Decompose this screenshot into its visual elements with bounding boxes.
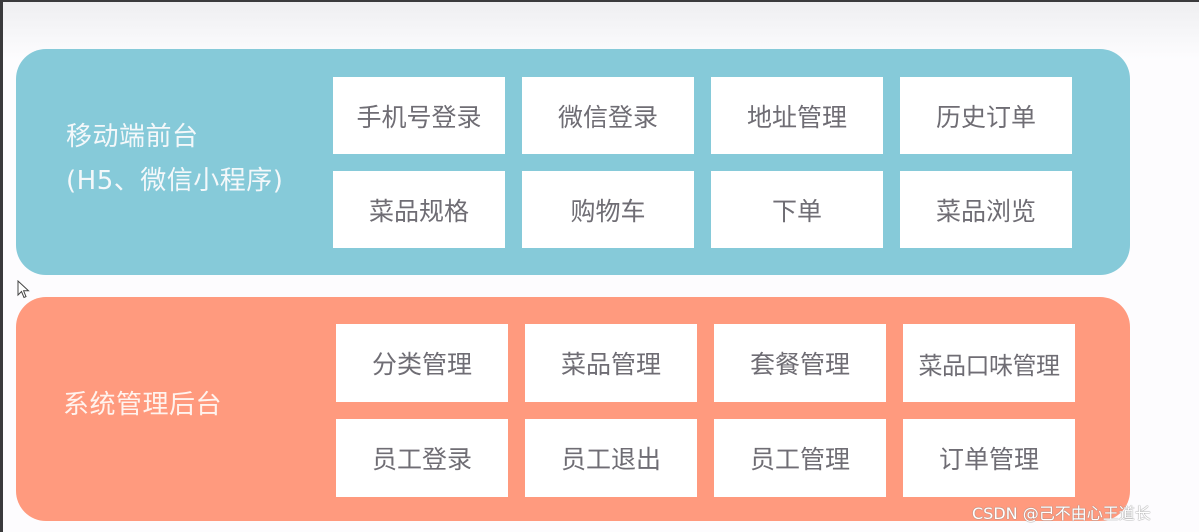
admin-module-grid: 分类管理 菜品管理 套餐管理 菜品口味管理 员工登录 员工退出 员工管理 订单管…: [336, 324, 1075, 497]
module-dish-management: 菜品管理: [525, 324, 697, 402]
module-dish-specs: 菜品规格: [333, 171, 505, 248]
mobile-module-grid: 手机号登录 微信登录 地址管理 历史订单 菜品规格 购物车 下单 菜品浏览: [333, 77, 1072, 248]
mouse-cursor-icon: [17, 280, 30, 299]
mobile-frontend-title: 移动端前台 (H5、微信小程序): [66, 115, 283, 203]
module-order-history: 历史订单: [900, 77, 1072, 154]
mobile-frontend-layer: 移动端前台 (H5、微信小程序) 手机号登录 微信登录 地址管理 历史订单 菜品…: [16, 49, 1130, 275]
csdn-watermark: CSDN @己不由心王道长: [972, 504, 1151, 523]
admin-backend-title: 系统管理后台: [63, 390, 223, 420]
module-category-management: 分类管理: [336, 324, 508, 402]
module-employee-logout: 员工退出: [525, 419, 697, 497]
mobile-frontend-title-line2: (H5、微信小程序): [66, 166, 284, 196]
module-dish-flavor-management: 菜品口味管理: [903, 324, 1075, 402]
module-shopping-cart: 购物车: [522, 171, 694, 248]
admin-backend-layer: 系统管理后台 分类管理 菜品管理 套餐管理 菜品口味管理 员工登录 员工退出 员…: [16, 297, 1130, 521]
module-employee-login: 员工登录: [336, 419, 508, 497]
module-wechat-login: 微信登录: [522, 77, 694, 154]
module-place-order: 下单: [711, 171, 883, 248]
module-employee-management: 员工管理: [714, 419, 886, 497]
module-setmeal-management: 套餐管理: [714, 324, 886, 402]
window-top-edge: [0, 0, 1199, 2]
module-dish-browse: 菜品浏览: [900, 171, 1072, 248]
mobile-frontend-title-line1: 移动端前台: [66, 122, 199, 152]
window-left-edge: [0, 0, 3, 532]
module-phone-login: 手机号登录: [333, 77, 505, 154]
module-address-management: 地址管理: [711, 77, 883, 154]
module-order-management: 订单管理: [903, 419, 1075, 497]
